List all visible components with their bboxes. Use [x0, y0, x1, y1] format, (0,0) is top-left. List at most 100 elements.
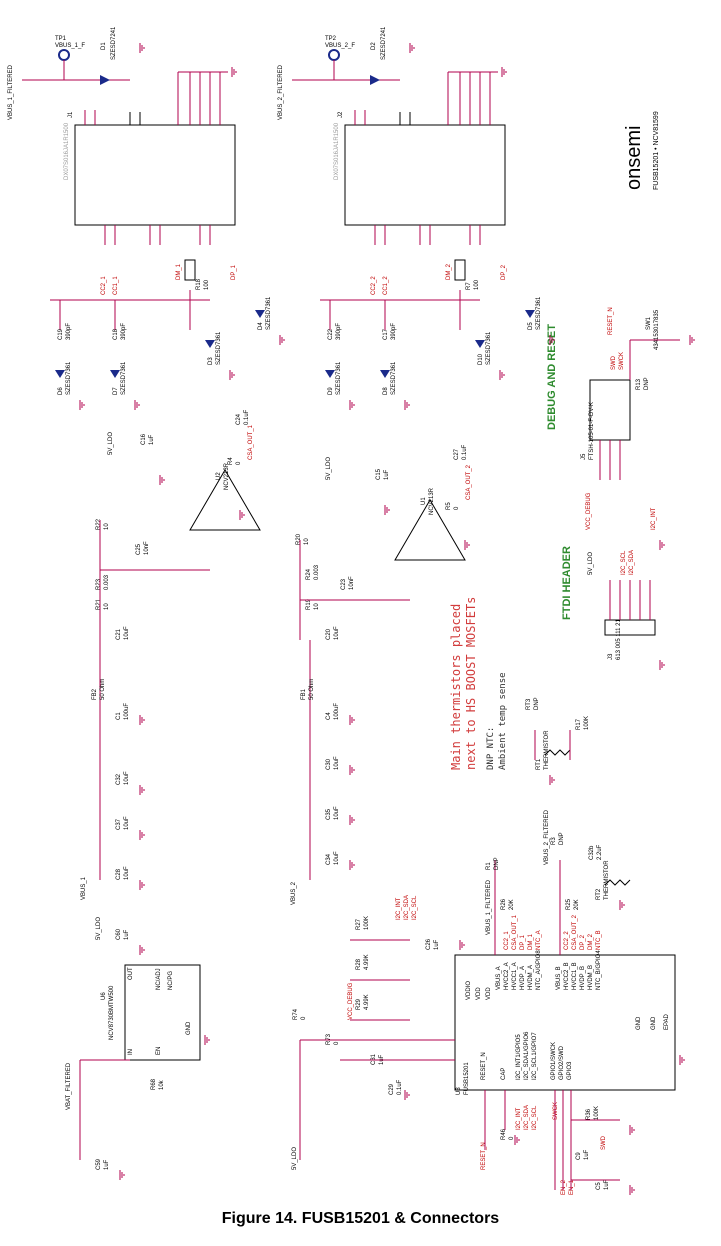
c34-ref: C34	[326, 853, 332, 865]
reset-n-label-2: RESET_N	[481, 1142, 487, 1170]
c27-ref: C27	[454, 448, 460, 460]
c26-val: 1uF	[434, 939, 440, 950]
c16-ref: C16	[141, 433, 147, 445]
fb2-val: 50 Ohm	[100, 679, 106, 700]
u3-cc2-1: CC2_1	[504, 931, 510, 950]
ftdi-i2c-int: I2C_INT	[651, 507, 657, 530]
u3-pin-hvdm-a: HVDM_A	[528, 965, 534, 990]
rt1-val: DNP	[534, 697, 540, 710]
c38-val: DNP	[494, 857, 500, 870]
c28-val: 10uF	[124, 866, 130, 880]
u3-dp2: DP_2	[580, 934, 586, 950]
u3-pin-cap: CAP	[501, 1068, 507, 1080]
r24-ref: R24	[306, 568, 312, 580]
u3-bottom-nets: RESET_N R46 0 I2C_INT I2C_SDA I2C_SCL SW…	[481, 1090, 620, 1195]
r1-val: 20K	[509, 899, 515, 910]
d9-ref: D9	[328, 387, 334, 395]
r36-val: 1uF	[604, 1179, 610, 1190]
r4-val: 0	[236, 461, 242, 465]
cc2-1-label: CC2_1	[101, 276, 107, 295]
r29-ref: R29	[356, 998, 362, 1010]
r17-val: 100K	[594, 1106, 600, 1120]
brand-subtitle: FUSB15201 • NCV81599	[653, 111, 660, 190]
c25-val: 10nF	[144, 541, 150, 555]
u3-pin-ntc-b: NTC_B/GPIO4	[596, 950, 602, 990]
pull-i2c-int: I2C_INT	[396, 897, 402, 920]
c29-val: 0.1uF	[397, 1079, 403, 1095]
r4-ref: R4	[228, 457, 234, 465]
c27-val: 0.1uF	[462, 444, 468, 460]
tp2-val: VBUS_2_F	[325, 43, 355, 49]
csa-u1: U1 NCV213R CSA_OUT_2 C27 0.1uF C15 1uF R…	[296, 444, 472, 640]
d3-ref: D3	[208, 357, 214, 365]
c22-ref: C22	[328, 328, 334, 340]
u3-dm1: DM_1	[528, 933, 534, 950]
c60-ref: C60	[116, 928, 122, 940]
c37-val: 10uF	[124, 816, 130, 830]
c32b-ref: R46	[501, 1128, 507, 1140]
note-line-2: next to HS BOOST MOSFETs	[464, 597, 478, 770]
c33-val: DNP	[559, 832, 565, 845]
c26-ref: C26	[426, 938, 432, 950]
c23-val: 10nF	[349, 576, 355, 590]
bot-i2c-int: I2C_INT	[516, 1107, 522, 1130]
u3-ntc-b: NTC_B	[596, 930, 602, 950]
u3-pin-gnd-2: GND	[651, 1016, 657, 1030]
r25-val: THERMISTOR	[604, 860, 610, 900]
ldo5v-label-3: 5V_LDO	[588, 552, 594, 575]
cc1-2-label: CC1_2	[383, 276, 389, 295]
d1-ref: D1	[101, 42, 107, 50]
ftdi-header: FTDI HEADER J3 613 005 111 21 I2C_SCL I2…	[561, 507, 657, 660]
c32-val: 10uF	[124, 771, 130, 785]
u3-part: FUSB15201	[464, 1062, 470, 1095]
c23-ref: C23	[341, 578, 347, 590]
ldo5v-label-1: 5V_LDO	[108, 432, 114, 455]
u3-pin-vbus-b: VBUS_B	[556, 966, 562, 990]
reset-n-label-1: RESET_N	[608, 307, 614, 335]
r29-val: 4.99K	[364, 994, 370, 1010]
bot-swd: SWD	[601, 1135, 607, 1150]
d1-val: SZESD7241	[111, 26, 117, 60]
u3-pin-scl1: I2C_SCL1/GPIO7	[532, 1032, 538, 1080]
r5-ref: R5	[446, 502, 452, 510]
c60-val: 1uF	[124, 929, 130, 940]
c18-ref: C18	[113, 328, 119, 340]
r3-val: 20K	[574, 899, 580, 910]
c24-val: 0.1uF	[244, 409, 250, 425]
tp1-d1-group: TP1 VBUS_1_F D1 SZESD7241 VBUS_1_FILTERE…	[8, 26, 130, 120]
c15-val: 1uF	[384, 469, 390, 480]
u3-pin-hvdp-a: HVDP_A	[520, 966, 526, 990]
figure-caption: Figure 14. FUSB15201 & Connectors	[221, 1210, 500, 1227]
u1-part: NCV213R	[429, 487, 435, 515]
sw1-part: 434153017835	[654, 309, 660, 350]
r19-val: 10	[314, 603, 320, 610]
r22-val: 10	[104, 523, 110, 530]
ldo5v-label-5: 5V_LDO	[292, 1147, 298, 1170]
c59-ref: C59	[96, 1158, 102, 1170]
c59-val: 1uF	[104, 1159, 110, 1170]
r7-ref: R7	[466, 282, 472, 290]
vbus1-filtered-label-2: VBUS_1_FILTERED	[486, 879, 492, 935]
r68-val: 10k	[159, 1079, 165, 1090]
en-2-label: EN_2	[561, 1179, 567, 1195]
u3-dm2: DM_2	[588, 933, 594, 950]
r68-ref: R68	[151, 1078, 157, 1090]
c24-ref: C24	[236, 413, 242, 425]
j5-part: FTSH-105-01-F-DV-K	[589, 402, 595, 460]
r27-val: 100K	[364, 916, 370, 930]
c9-val: DNP	[644, 377, 650, 390]
c19-val: 390pF	[66, 323, 72, 340]
vdd-rails: R74 0 R73 0 C31 1uF C29 0.1uF 5V_LDO	[292, 1008, 455, 1170]
tvs-diode-icon	[380, 370, 390, 378]
vbus2-filtered-label: VBUS_2_FILTERED	[278, 64, 284, 120]
c35-val: 10uF	[334, 806, 340, 820]
r7-val: 100	[474, 279, 480, 290]
r22-ref: R22	[96, 518, 102, 530]
r46-ref: C9	[576, 1152, 582, 1160]
schematic-sheet: J1 DX07S016JA1R1500 TP1 VBUS_1_F D1 SZES…	[8, 26, 695, 1196]
c4-ref: C4	[326, 712, 332, 720]
csa-out-2-label: CSA_OUT_2	[466, 464, 472, 500]
c20-val: 10uF	[334, 626, 340, 640]
c31-ref: C31	[371, 1053, 377, 1065]
tvs-diode-icon	[325, 370, 335, 378]
